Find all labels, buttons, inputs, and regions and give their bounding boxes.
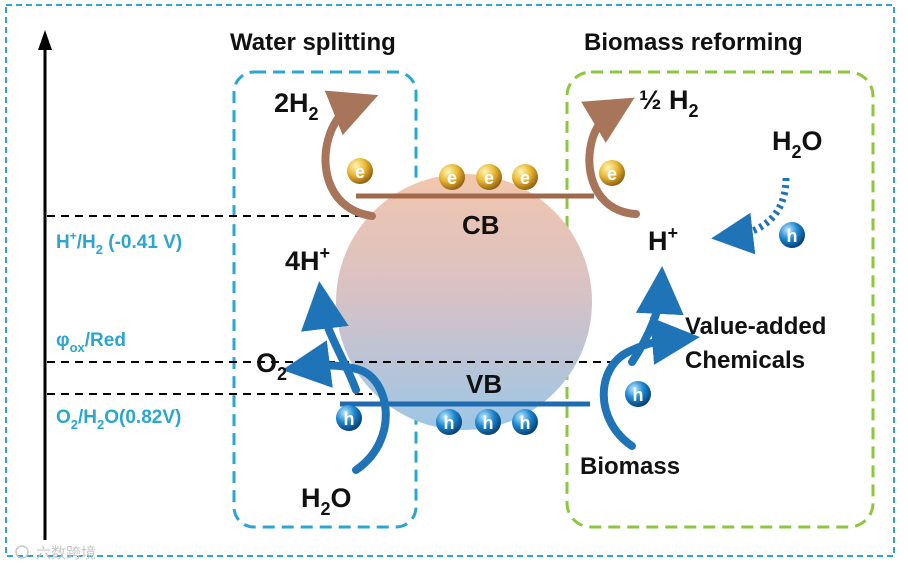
svg-text:e: e (447, 168, 457, 188)
electron-particle: e (512, 164, 538, 190)
water-to-proton-arrow (711, 177, 790, 255)
h2o-right-label: H2O (772, 126, 823, 162)
h2o-left-label: H2O (301, 483, 352, 519)
proton-release-arrow (301, 281, 360, 394)
hole-particles: h h h h h h (336, 222, 805, 435)
hole-particle: h (779, 222, 805, 248)
vb-label: VB (466, 369, 502, 399)
biomass-label: Biomass (580, 453, 680, 480)
h2-evolution-arrow-right (581, 97, 640, 218)
svg-text:e: e (355, 162, 365, 182)
svg-text:h: h (483, 413, 494, 433)
water-splitting-title: Water splitting (230, 29, 396, 56)
o2-h2o-level-label: O2/H2O(0.82V) (56, 407, 181, 432)
electron-particle: e (599, 160, 625, 186)
o2-label: O2 (256, 348, 287, 384)
svg-text:h: h (787, 226, 798, 246)
cb-label: CB (462, 210, 500, 240)
watermark: 六数跨境 (15, 544, 96, 562)
hole-particle: h (625, 381, 651, 407)
value-added-label-line1: Value-added (685, 313, 826, 340)
svg-text:h: h (633, 385, 644, 405)
svg-text:e: e (484, 168, 494, 188)
hole-particle: h (436, 409, 462, 435)
biomass-reforming-title: Biomass reforming (584, 29, 803, 56)
oxygen-evolution-arrow (282, 340, 390, 474)
outer-frame (5, 4, 895, 557)
svg-text:h: h (520, 413, 531, 433)
electron-particle: e (347, 158, 373, 184)
hole-particle: h (512, 409, 538, 435)
half-h2-label: ½ H2 (639, 85, 699, 121)
h-plus-right-label: H+ (648, 223, 678, 256)
hole-particle: h (475, 409, 501, 435)
h2-evolution-arrow-left (321, 90, 379, 220)
hole-particle: h (336, 405, 362, 431)
biomass-oxidation-arrow (599, 317, 700, 450)
svg-text:h: h (444, 413, 455, 433)
two-h2-label: 2H2 (274, 88, 319, 124)
svg-text:e: e (607, 164, 617, 184)
electron-particles: e e e e e (347, 158, 625, 190)
value-added-label-line2: Chemicals (685, 347, 805, 374)
watermark-text: 六数跨境 (36, 544, 96, 562)
electron-particle: e (476, 164, 502, 190)
svg-text:h: h (344, 409, 355, 429)
four-h-plus-label: 4H+ (285, 243, 330, 276)
svg-text:e: e (520, 168, 530, 188)
photocatalyst-sphere (336, 174, 592, 430)
phi-ox-red-level-label: φox/Red (56, 330, 126, 355)
energy-axis-arrowhead (38, 30, 52, 50)
electron-particle: e (439, 164, 465, 190)
h-plus-h2-level-label: H+/H2 (-0.41 V) (56, 229, 182, 257)
biomass-proton-arrow (628, 266, 684, 366)
